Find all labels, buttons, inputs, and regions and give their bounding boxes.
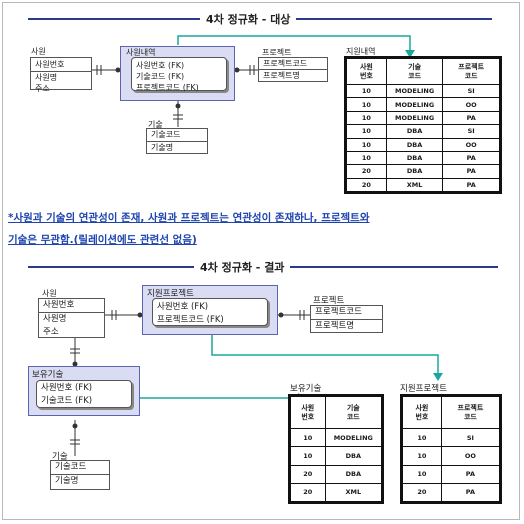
top-project-entity: 프로젝트코드 프로젝트명 — [258, 57, 328, 82]
bottom-skill-attr-name: 기술명 — [55, 476, 79, 486]
top-assign-key-project: 프로젝트코드 (FK) — [136, 83, 199, 92]
bottom-owned-key-employee: 사원번호 (FK) — [41, 383, 93, 393]
top-employee-entity: 사원번호 사원명 주소 — [30, 57, 92, 93]
bottom-table1-label: 보유기술 — [290, 384, 322, 394]
bottom-owned-entity: 사원번호 (FK) 기술코드 (FK) — [36, 380, 132, 408]
note-line-1: *사원과 기술의 연관성이 존재, 사원과 프로젝트는 연관성이 존재하나, 프… — [8, 212, 370, 224]
bottom-project-key: 프로젝트코드 — [311, 306, 382, 320]
diagram-frame — [2, 2, 520, 520]
top-employee-attr-name: 사원명 — [35, 73, 58, 82]
top-employee-key: 사원번호 — [31, 58, 91, 72]
bottom-skill-entity: 기술코드 기술명 — [50, 460, 110, 490]
top-project-label: 프로젝트 — [262, 48, 292, 57]
bottom-support-key-employee: 사원번호 (FK) — [157, 302, 209, 312]
top-project-attr-name: 프로젝트명 — [263, 71, 300, 80]
top-employee-attr-address: 주소 — [35, 84, 50, 93]
top-assign-entity: 사원번호 (FK) 기술코드 (FK) 프로젝트코드 (FK) — [131, 57, 227, 92]
bottom-skill-label: 기술 — [52, 452, 68, 462]
bottom-project-label: 프로젝트 — [313, 296, 345, 306]
bottom-owned-label: 보유기술 — [32, 370, 64, 380]
bottom-skill-key: 기술코드 — [51, 461, 109, 475]
bottom-employee-attr-address: 주소 — [43, 327, 59, 337]
bottom-employee-key: 사원번호 — [39, 299, 104, 313]
bottom-support-key-project: 프로젝트코드 (FK) — [157, 315, 224, 325]
top-skill-attr-name: 기술명 — [151, 143, 174, 152]
bottom-project-entity: 프로젝트코드 프로젝트명 — [310, 305, 383, 333]
bottom-employee-attr-name: 사원명 — [43, 314, 67, 324]
top-assign-key-skill: 기술코드 (FK) — [136, 72, 185, 81]
bottom-employee-entity: 사원번호 사원명 주소 — [38, 298, 105, 338]
bottom-section-title: 4차 정규화 - 결과 — [194, 259, 291, 275]
top-project-key: 프로젝트코드 — [259, 58, 327, 70]
bottom-project-attr-name: 프로젝트명 — [315, 321, 355, 331]
bottom-employee-label: 사원 — [42, 289, 57, 298]
bottom-owned-key-skill: 기술코드 (FK) — [41, 396, 93, 406]
top-section-title: 4차 정규화 - 대상 — [200, 11, 297, 27]
top-skill-entity: 기술코드 기술명 — [146, 128, 208, 154]
bottom-table2-label: 지원프로젝트 — [400, 384, 447, 394]
top-table-label: 지원내역 — [346, 47, 376, 56]
top-skill-key: 기술코드 — [147, 129, 207, 142]
top-employee-label: 사원 — [31, 47, 46, 56]
bottom-support-label: 지원프로젝트 — [147, 289, 194, 299]
top-assign-label: 사원내역 — [126, 48, 156, 57]
top-skill-label: 기술 — [148, 120, 163, 129]
top-assign-key-employee: 사원번호 (FK) — [136, 61, 185, 70]
bottom-support-entity: 사원번호 (FK) 프로젝트코드 (FK) — [152, 298, 268, 326]
note-line-2: 기술은 무관함.(릴레이션에도 관련선 없음) — [8, 234, 197, 246]
